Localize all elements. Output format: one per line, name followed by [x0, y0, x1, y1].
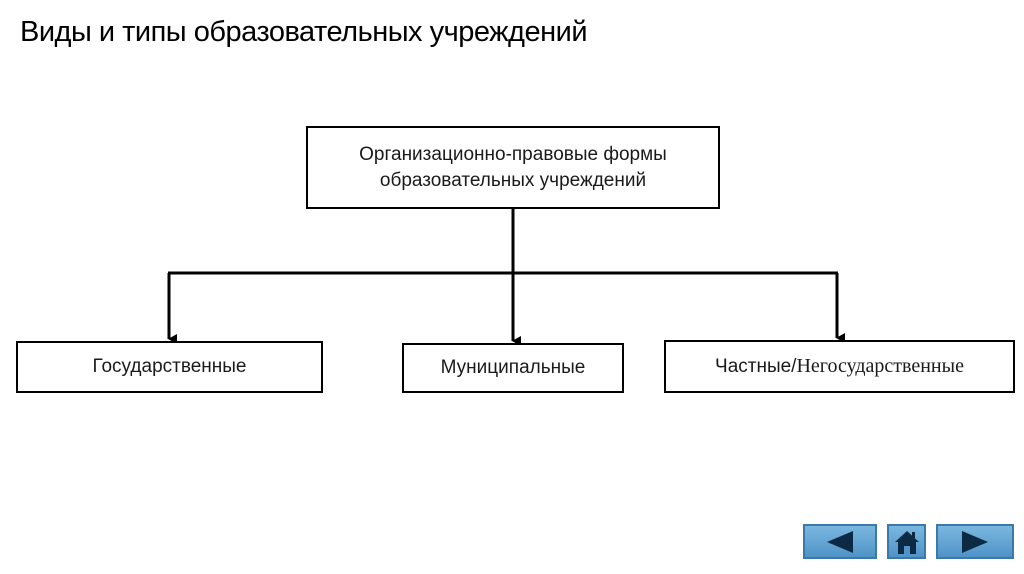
- next-slide-button[interactable]: [936, 524, 1014, 559]
- home-button[interactable]: [887, 524, 926, 559]
- node-municipal: Муниципальные: [402, 343, 624, 393]
- triangle-left-icon: [827, 530, 853, 553]
- node-state-label: Государственные: [92, 356, 247, 378]
- root-node-line-1: Организационно-правовые формы: [359, 143, 667, 165]
- node-state: Государственные: [16, 341, 323, 393]
- triangle-right-icon: [962, 530, 988, 553]
- node-municipal-label: Муниципальные: [440, 357, 586, 379]
- node-private-label-part1: Частные/: [715, 356, 797, 377]
- house-icon: [894, 530, 919, 554]
- prev-slide-button[interactable]: [803, 524, 877, 559]
- node-private: Частные/Негосударственные: [664, 340, 1015, 393]
- root-node-legal-forms: Организационно-правовые формы образовате…: [306, 126, 720, 209]
- root-node-line-2: образовательных учреждений: [379, 169, 647, 191]
- node-private-label-part2: Негосударственные: [796, 355, 964, 377]
- slide-title: Виды и типы образовательных учреждений: [20, 16, 588, 48]
- node-private-label: Частные/Негосударственные: [715, 353, 964, 380]
